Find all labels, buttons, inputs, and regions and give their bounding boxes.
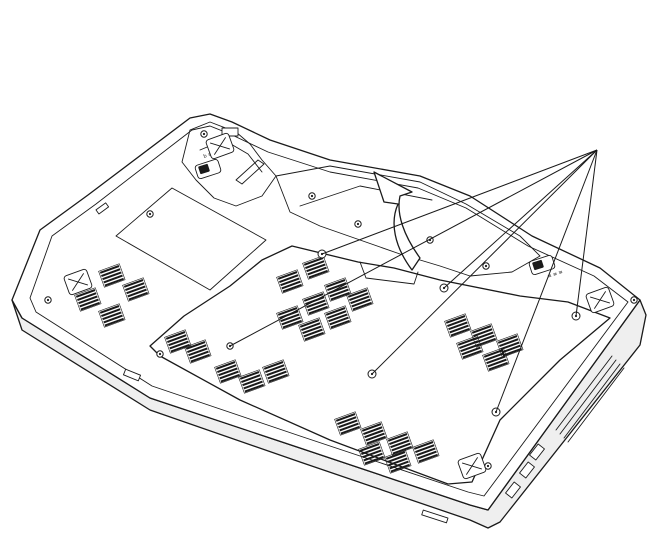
screw-center (47, 299, 49, 301)
screw-center (485, 265, 487, 267)
screw-center (311, 195, 313, 197)
front-slot (422, 510, 448, 523)
screw-center (357, 223, 359, 225)
screw-center (203, 133, 205, 135)
screw-center (487, 465, 489, 467)
screw-center (149, 213, 151, 215)
screw-center (159, 353, 161, 355)
screw-center (633, 299, 635, 301)
